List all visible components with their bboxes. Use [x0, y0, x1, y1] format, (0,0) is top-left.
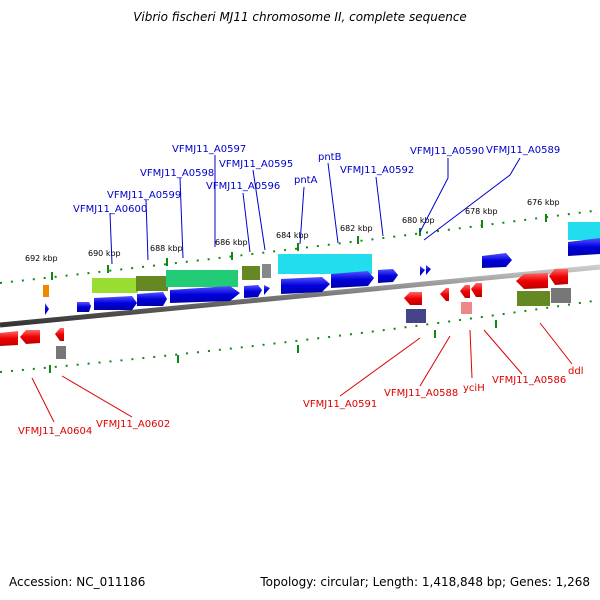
gene-arrow [549, 269, 568, 285]
gene-arrow [331, 271, 374, 288]
map-title: Vibrio fischeri MJ11 chromosome II, comp… [133, 10, 467, 24]
gene-arrow [137, 292, 167, 306]
gene-label: VFMJ11_A0602 [96, 419, 170, 430]
gene-label: VFMJ11_A0586 [492, 375, 566, 386]
gene-label: VFMJ11_A0588 [384, 388, 458, 399]
scale-label: 676 kbp [527, 198, 560, 207]
gene-label: ddl [568, 366, 583, 377]
gene-arrow [471, 283, 482, 297]
gene-label: VFMJ11_A0595 [219, 159, 293, 170]
feature-green2 [166, 270, 238, 287]
feature-cyan [278, 254, 372, 274]
gene-arrow [460, 285, 470, 298]
feature-olive [517, 291, 550, 306]
feature-pink [461, 302, 472, 314]
gene-label: VFMJ11_A0598 [140, 168, 214, 179]
scale-label: 688 kbp [150, 244, 183, 253]
forward-genes [77, 238, 600, 323]
gene-arrow [568, 238, 600, 256]
gene-arrow [45, 303, 49, 315]
leader-lines-top [109, 155, 521, 265]
feature-olive [136, 276, 168, 291]
scale-label: 690 kbp [88, 249, 121, 258]
gene-label: VFMJ11_A0592 [340, 165, 414, 176]
feature-olive2 [242, 266, 260, 280]
feature-green [92, 278, 138, 293]
gene-arrow [516, 273, 548, 289]
gene-arrow [420, 266, 425, 276]
gene-arrow [426, 265, 431, 275]
feature-cyan2 [568, 222, 600, 240]
gene-label: VFMJ11_A0599 [107, 190, 181, 201]
gene-labels-top: VFMJ11_A0597 VFMJ11_A0598 VFMJ11_A0595 V… [73, 144, 560, 215]
gene-arrow [20, 330, 40, 344]
gene-label: pntA [294, 175, 318, 186]
gene-label: VFMJ11_A0604 [18, 426, 92, 437]
leader-lines-bottom [31, 322, 573, 423]
gene-arrow [264, 285, 270, 295]
lower-feature-blocks [56, 288, 571, 359]
scale-label: 678 kbp [465, 207, 498, 216]
summary-text: Topology: circular; Length: 1,418,848 bp… [260, 575, 590, 589]
gene-arrow [404, 292, 422, 305]
gene-arrow [281, 277, 330, 294]
gene-label: pntB [318, 152, 342, 163]
tick-track-lower [0, 299, 600, 373]
accession-text: Accession: NC_011186 [9, 575, 146, 589]
gene-arrow [482, 253, 512, 268]
scale-label: 684 kbp [276, 231, 309, 240]
scale-label: 686 kbp [215, 238, 248, 247]
gene-labels-bottom: VFMJ11_A0591 VFMJ11_A0588 yciH VFMJ11_A0… [18, 366, 583, 437]
scale-label: 680 kbp [402, 216, 435, 225]
gene-label: VFMJ11_A0596 [206, 181, 280, 192]
feature-track-upper [43, 222, 600, 315]
major-ticks [49, 214, 547, 373]
feature-orange [43, 285, 49, 297]
scale-label: 692 kbp [25, 254, 58, 263]
gene-arrow [0, 331, 18, 346]
gene-label: VFMJ11_A0589 [486, 145, 560, 156]
scale-label: 682 kbp [340, 224, 373, 233]
gene-label: VFMJ11_A0597 [172, 144, 246, 155]
gene-arrow [94, 296, 137, 310]
feature-gray [262, 264, 271, 278]
chromosome-backbone [0, 264, 600, 328]
scale-labels: 692 kbp 690 kbp 688 kbp 686 kbp 684 kbp … [25, 198, 560, 263]
feature-gray [551, 288, 571, 303]
gene-arrow [378, 269, 398, 283]
gene-label: VFMJ11_A0590 [410, 146, 484, 157]
gene-arrow [77, 302, 91, 312]
gene-arrow [244, 285, 262, 298]
gene-label: VFMJ11_A0600 [73, 204, 147, 215]
gene-label: VFMJ11_A0591 [303, 399, 377, 410]
gene-arrow [170, 286, 240, 303]
feature-gray [56, 346, 66, 359]
gene-label: yciH [463, 383, 485, 394]
gene-arrow [440, 288, 449, 301]
gene-arrow [55, 328, 64, 341]
reverse-genes [0, 269, 568, 346]
feature-navy [406, 309, 426, 323]
